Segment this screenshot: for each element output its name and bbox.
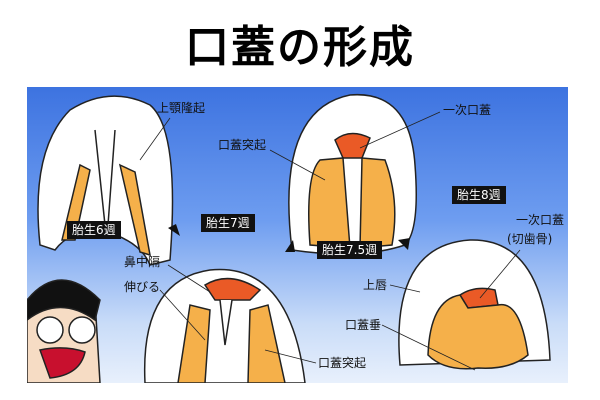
stage-75w-badge: 胎生7.5週 [317, 241, 383, 259]
stage-7w-badge: 胎生7週 [201, 214, 255, 232]
diagram-panel: 上顎隆起 胎生6週 胎生7週 鼻中隔 伸びる 口蓋突起 口蓋突起 一次口蓋 胎生… [27, 87, 568, 383]
palate-7w [143, 268, 306, 383]
label-primary-palate-8w: 一次口蓋 [516, 213, 565, 227]
page-title: 口蓋の形成 [185, 22, 415, 73]
label-maxillary-prominence: 上顎隆起 [157, 101, 206, 115]
growth-arrows [168, 224, 410, 252]
label-nasal-septum: 鼻中隔 [124, 255, 161, 269]
label-palatal-process-7w: 口蓋突起 [318, 356, 367, 370]
palate-75w [288, 93, 417, 255]
stage-6w-badge: 胎生6週 [67, 221, 121, 239]
palate-8w [398, 239, 551, 370]
character-illustration [27, 279, 101, 383]
label-incisive-bone: (切歯骨) [507, 232, 553, 246]
label-extend: 伸びる [124, 280, 161, 294]
stage-8w-badge: 胎生8週 [452, 186, 506, 204]
label-uvula: 口蓋垂 [345, 318, 382, 332]
label-primary-palate-75w: 一次口蓋 [443, 103, 492, 117]
label-upper-lip: 上唇 [363, 278, 388, 292]
label-palatal-process-75w: 口蓋突起 [218, 138, 267, 152]
leader-lines [139, 111, 521, 371]
palate-6w [37, 95, 174, 266]
